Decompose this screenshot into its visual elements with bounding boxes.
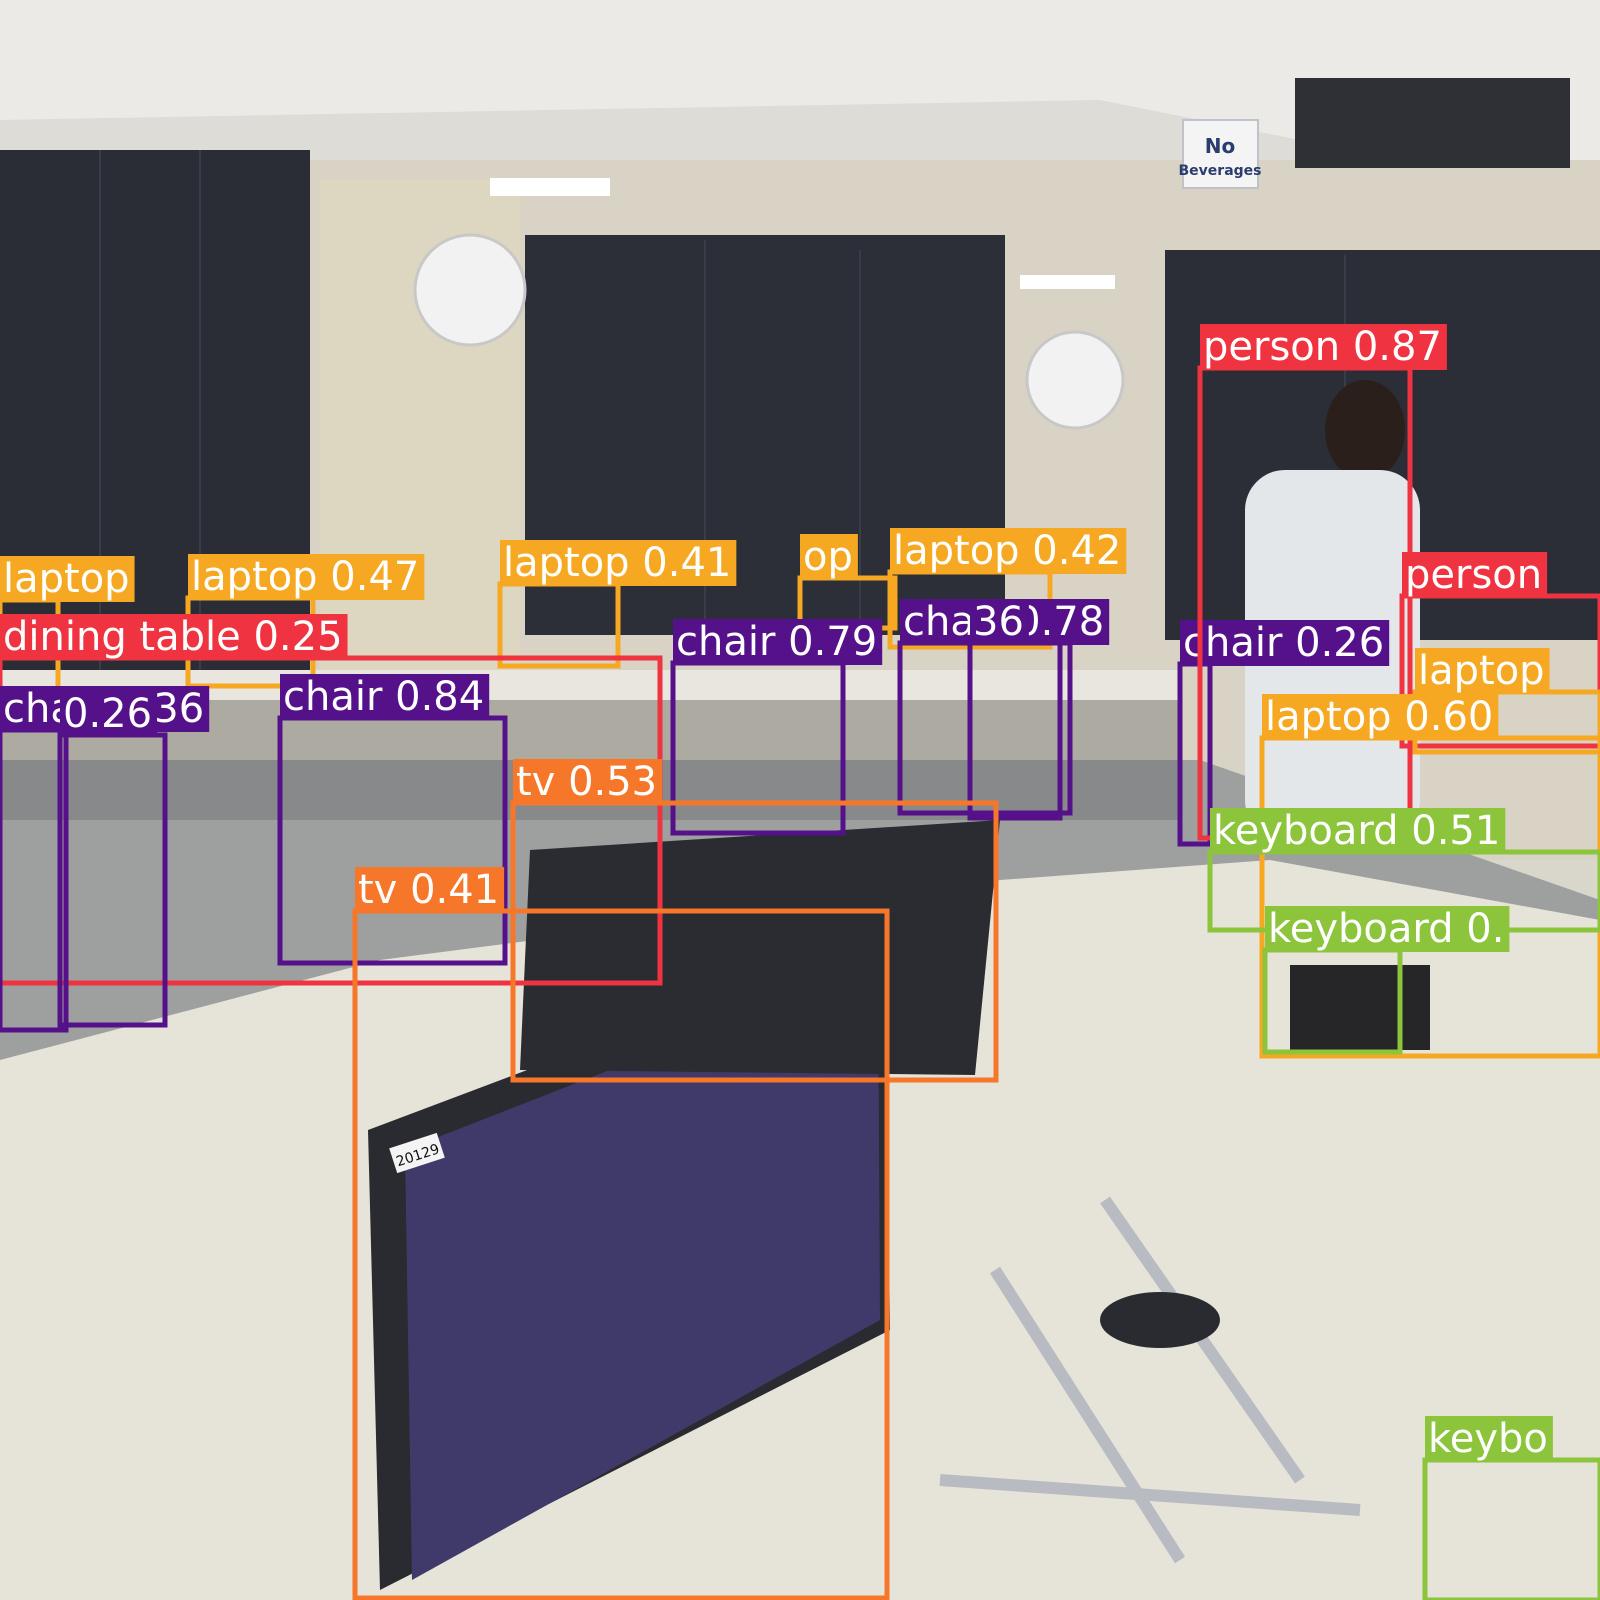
detection-box-keyboard (1262, 947, 1403, 1055)
rear-monitor (520, 820, 1000, 1075)
detection-label-bg (1210, 808, 1506, 854)
detection-label: laptop (1418, 648, 1545, 694)
detection-box-tv (510, 800, 999, 1083)
detection-box-keyboard (1422, 1457, 1600, 1600)
detection-label-bg (1265, 906, 1510, 952)
detection-box-chair (897, 640, 1073, 816)
detection-label: chair 0.26 (1183, 620, 1384, 666)
detection-label: keyboard 0.51 (1213, 808, 1500, 854)
detection-box-chair (1177, 661, 1213, 847)
detection-label-bg (673, 619, 883, 665)
detection-label: chair 0.84 (283, 674, 484, 720)
detection-label: person (1405, 552, 1542, 598)
detection-chair: chair 0.26 (1177, 620, 1390, 847)
detection-label-bg (970, 599, 1029, 645)
detection-label: keybo (1428, 1416, 1548, 1462)
detection-chair: 0.26 (57, 691, 168, 1028)
detection-box-chair (277, 715, 508, 966)
detection-label: 0.26 (63, 691, 152, 737)
detection-box-person (1197, 365, 1413, 841)
detection-label: chair 0.79 (676, 619, 877, 665)
detection-label: op (803, 534, 853, 580)
detection-label-bg (1180, 620, 1390, 666)
detection-label: laptop (3, 556, 130, 602)
ceiling-light-1 (490, 178, 610, 196)
mouse (1100, 1292, 1220, 1348)
detection-tv: tv 0.53 (510, 759, 999, 1083)
no-beverages-sign (1182, 119, 1259, 189)
detection-label-bg (1262, 694, 1499, 740)
detection-label: laptop 0.60 (1265, 694, 1493, 740)
detection-keyboard: keybo (1422, 1416, 1600, 1600)
detection-box-tv (352, 908, 890, 1600)
detection-label: person 0.87 (1203, 324, 1442, 370)
laptop-stand (939, 1196, 1361, 1564)
detection-label-bg (513, 759, 663, 805)
ceiling-light-2 (1020, 275, 1115, 289)
detection-label: 36 (973, 599, 1024, 645)
detection-label-bg (1402, 552, 1548, 598)
sign-line-2: Beverages (1179, 163, 1262, 179)
detection-label-bg (500, 540, 737, 586)
detection-label-bg (355, 867, 505, 913)
detection-label-bg (890, 528, 1127, 574)
detection-laptop: op (797, 534, 898, 631)
detection-box-laptop (1259, 735, 1600, 1059)
detection-box-chair (967, 640, 1063, 821)
detection-chair: chair 0.36 (0, 686, 210, 1033)
detection-person: person (1399, 552, 1600, 749)
front-monitor-screen (405, 965, 880, 1580)
detection-label: tv 0.41 (358, 867, 499, 913)
person-head (1325, 380, 1405, 480)
detection-label-bg (1425, 1416, 1553, 1462)
detection-box-laptop (497, 581, 621, 669)
detection-laptop: laptop 0.60 (1259, 694, 1600, 1059)
detection-label-bg (188, 554, 425, 600)
detection-chair: chair 0.79 (670, 619, 883, 836)
sign-line-1: No (1205, 134, 1235, 158)
monitor-tag (389, 1132, 445, 1174)
detection-label-bg (0, 614, 348, 660)
detection-keyboard: keyboard 0. (1262, 906, 1510, 1055)
detection-label-bg (60, 691, 158, 737)
detection-label: keyboard 0. (1268, 906, 1504, 952)
detection-box-chair (670, 660, 846, 836)
detection-label: laptop 0.41 (503, 540, 731, 586)
detection-keyboard: keyboard 0.51 (1207, 808, 1600, 933)
keyboard-right (1290, 965, 1430, 1050)
detection-dining-table: dining table 0.25 (0, 614, 663, 986)
detection-laptop: laptop 0.41 (497, 540, 737, 669)
detection-label: tv 0.53 (516, 759, 657, 805)
detection-label-bg (280, 674, 490, 720)
detection-label: dining table 0.25 (3, 614, 343, 660)
detection-label: laptop 0.42 (893, 528, 1121, 574)
detection-tv: tv 0.41 (352, 867, 890, 1600)
detection-label: laptop 0.47 (191, 554, 419, 600)
wall-fan-1 (413, 233, 527, 347)
detection-label-bg (0, 556, 135, 602)
detection-chair: 36 (967, 599, 1063, 821)
detection-chair: chair 0.84 (277, 674, 508, 966)
wall-fan-2 (1025, 330, 1125, 430)
detection-label-bg (1415, 648, 1550, 694)
detection-label-bg (800, 534, 858, 580)
detection-laptop: laptop 0.47 (185, 554, 425, 689)
detection-laptop: laptop (1412, 648, 1600, 755)
detection-laptop: laptop 0.42 (887, 528, 1127, 650)
detection-label-bg (1200, 324, 1447, 370)
ac-vent (1295, 78, 1570, 168)
